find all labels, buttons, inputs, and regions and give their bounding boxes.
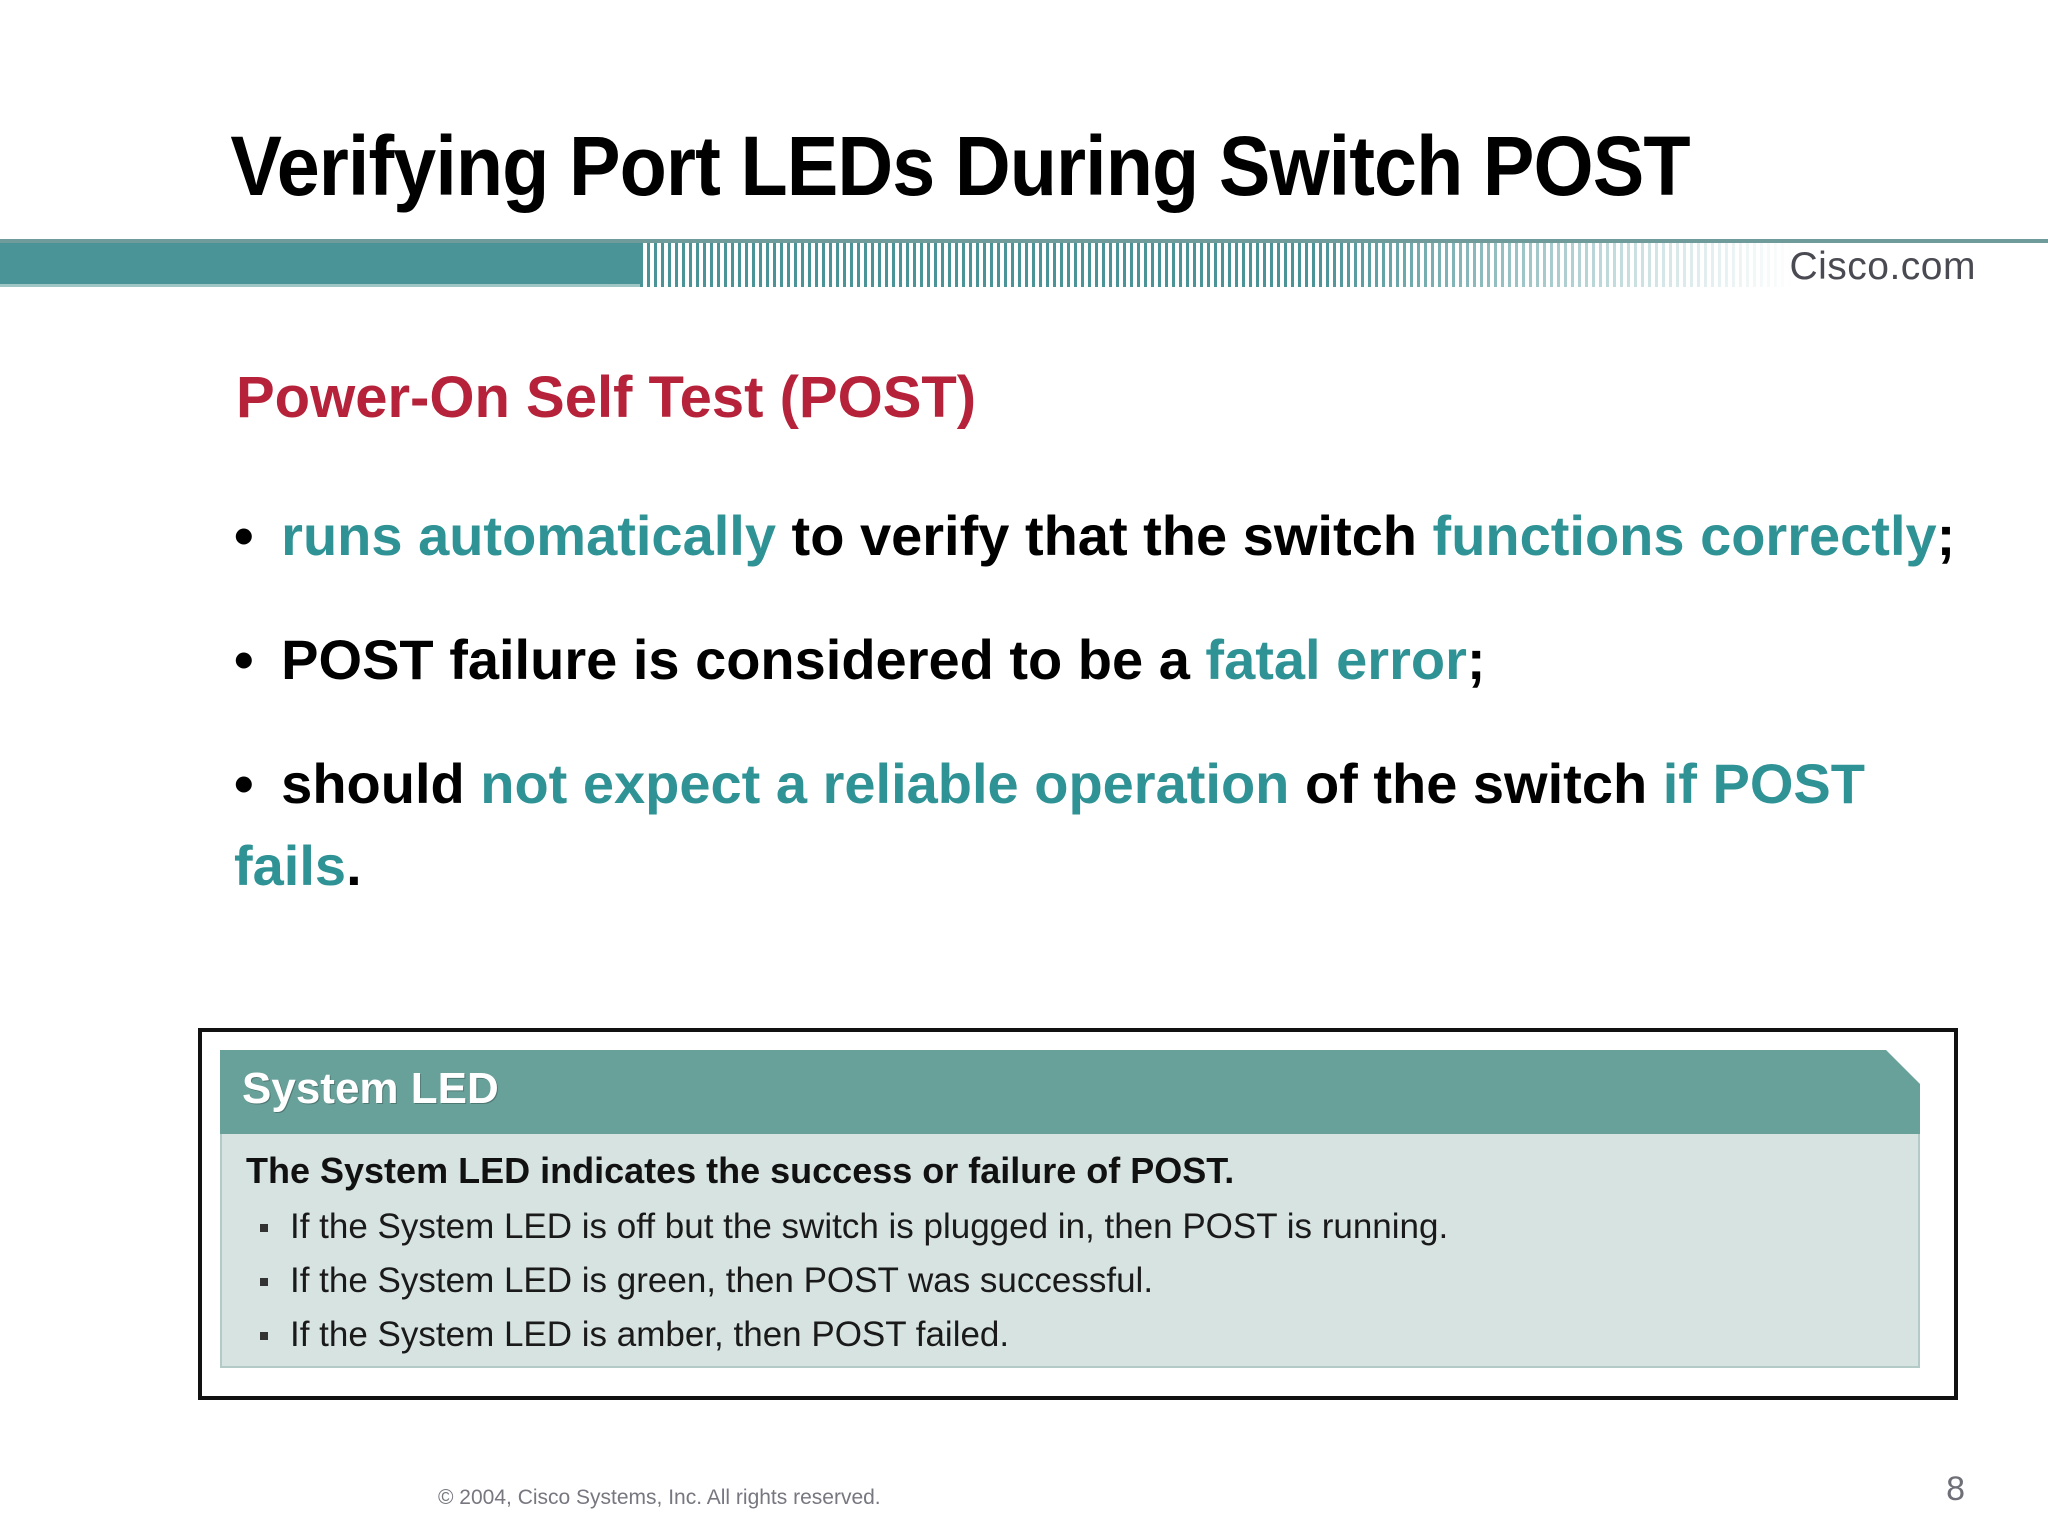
bullet-text: . xyxy=(346,834,362,897)
system-led-panel: System LED The System LED indicates the … xyxy=(220,1050,1920,1368)
page-number: 8 xyxy=(1946,1470,1965,1508)
bullet-text: should xyxy=(281,752,481,815)
system-led-condition-list: If the System LED is off but the switch … xyxy=(246,1200,1894,1362)
bullet-item: • POST failure is considered to be a fat… xyxy=(234,619,1994,701)
bullet-list: • runs automatically to verify that the … xyxy=(234,495,1994,949)
square-bullet-icon xyxy=(260,1332,268,1340)
list-item-label: If the System LED is amber, then POST fa… xyxy=(290,1315,1010,1354)
list-item-label: If the System LED is off but the switch … xyxy=(290,1207,1449,1246)
bullet-accent-text: fatal error xyxy=(1205,628,1467,691)
list-item: If the System LED is off but the switch … xyxy=(246,1200,1894,1254)
list-item-label: If the System LED is green, then POST wa… xyxy=(290,1261,1154,1300)
bullet-text: ; xyxy=(1936,504,1956,567)
bullet-text: of the switch xyxy=(1304,752,1663,815)
bullet-accent-text: not expect a reliable operation xyxy=(480,752,1305,815)
bullet-text: POST failure is considered to be a xyxy=(281,628,1206,691)
list-item: If the System LED is green, then POST wa… xyxy=(246,1254,1894,1308)
system-led-header-bar: System LED xyxy=(220,1050,1920,1134)
bullet-accent-text: runs automatically xyxy=(281,504,792,567)
system-led-body: The System LED indicates the success or … xyxy=(220,1134,1920,1368)
list-item: If the System LED is amber, then POST fa… xyxy=(246,1308,1894,1362)
bullet-marker: • xyxy=(234,504,282,567)
system-led-header-label: System LED xyxy=(242,1064,499,1113)
bullet-marker: • xyxy=(234,628,282,691)
bullet-item: • runs automatically to verify that the … xyxy=(234,495,1994,577)
section-heading: Power-On Self Test (POST) xyxy=(236,365,977,430)
bullet-accent-text: functions correctly xyxy=(1432,504,1937,567)
band-stripe-pattern xyxy=(640,243,2048,287)
band-bottom-rule xyxy=(0,284,640,287)
square-bullet-icon xyxy=(260,1278,268,1286)
title-accent-band xyxy=(0,239,2048,287)
bullet-marker: • xyxy=(234,752,282,815)
copyright-notice: © 2004, Cisco Systems, Inc. All rights r… xyxy=(438,1486,881,1509)
page-title: Verifying Port LEDs During Switch POST xyxy=(230,119,1690,213)
cisco-dotcom-logo: Cisco.com xyxy=(1789,245,1976,288)
band-top-rule xyxy=(0,239,2048,243)
bullet-text: ; xyxy=(1466,628,1486,691)
bullet-text: to verify that the switch xyxy=(791,504,1433,567)
system-led-figure: System LED The System LED indicates the … xyxy=(198,1028,1958,1400)
system-led-lead-text: The System LED indicates the success or … xyxy=(246,1150,1235,1191)
band-solid-fill xyxy=(0,243,640,287)
bullet-accent-text: if POST fails xyxy=(234,752,1865,897)
bullet-item: • should not expect a reliable operation… xyxy=(234,743,1994,907)
square-bullet-icon xyxy=(260,1224,268,1232)
